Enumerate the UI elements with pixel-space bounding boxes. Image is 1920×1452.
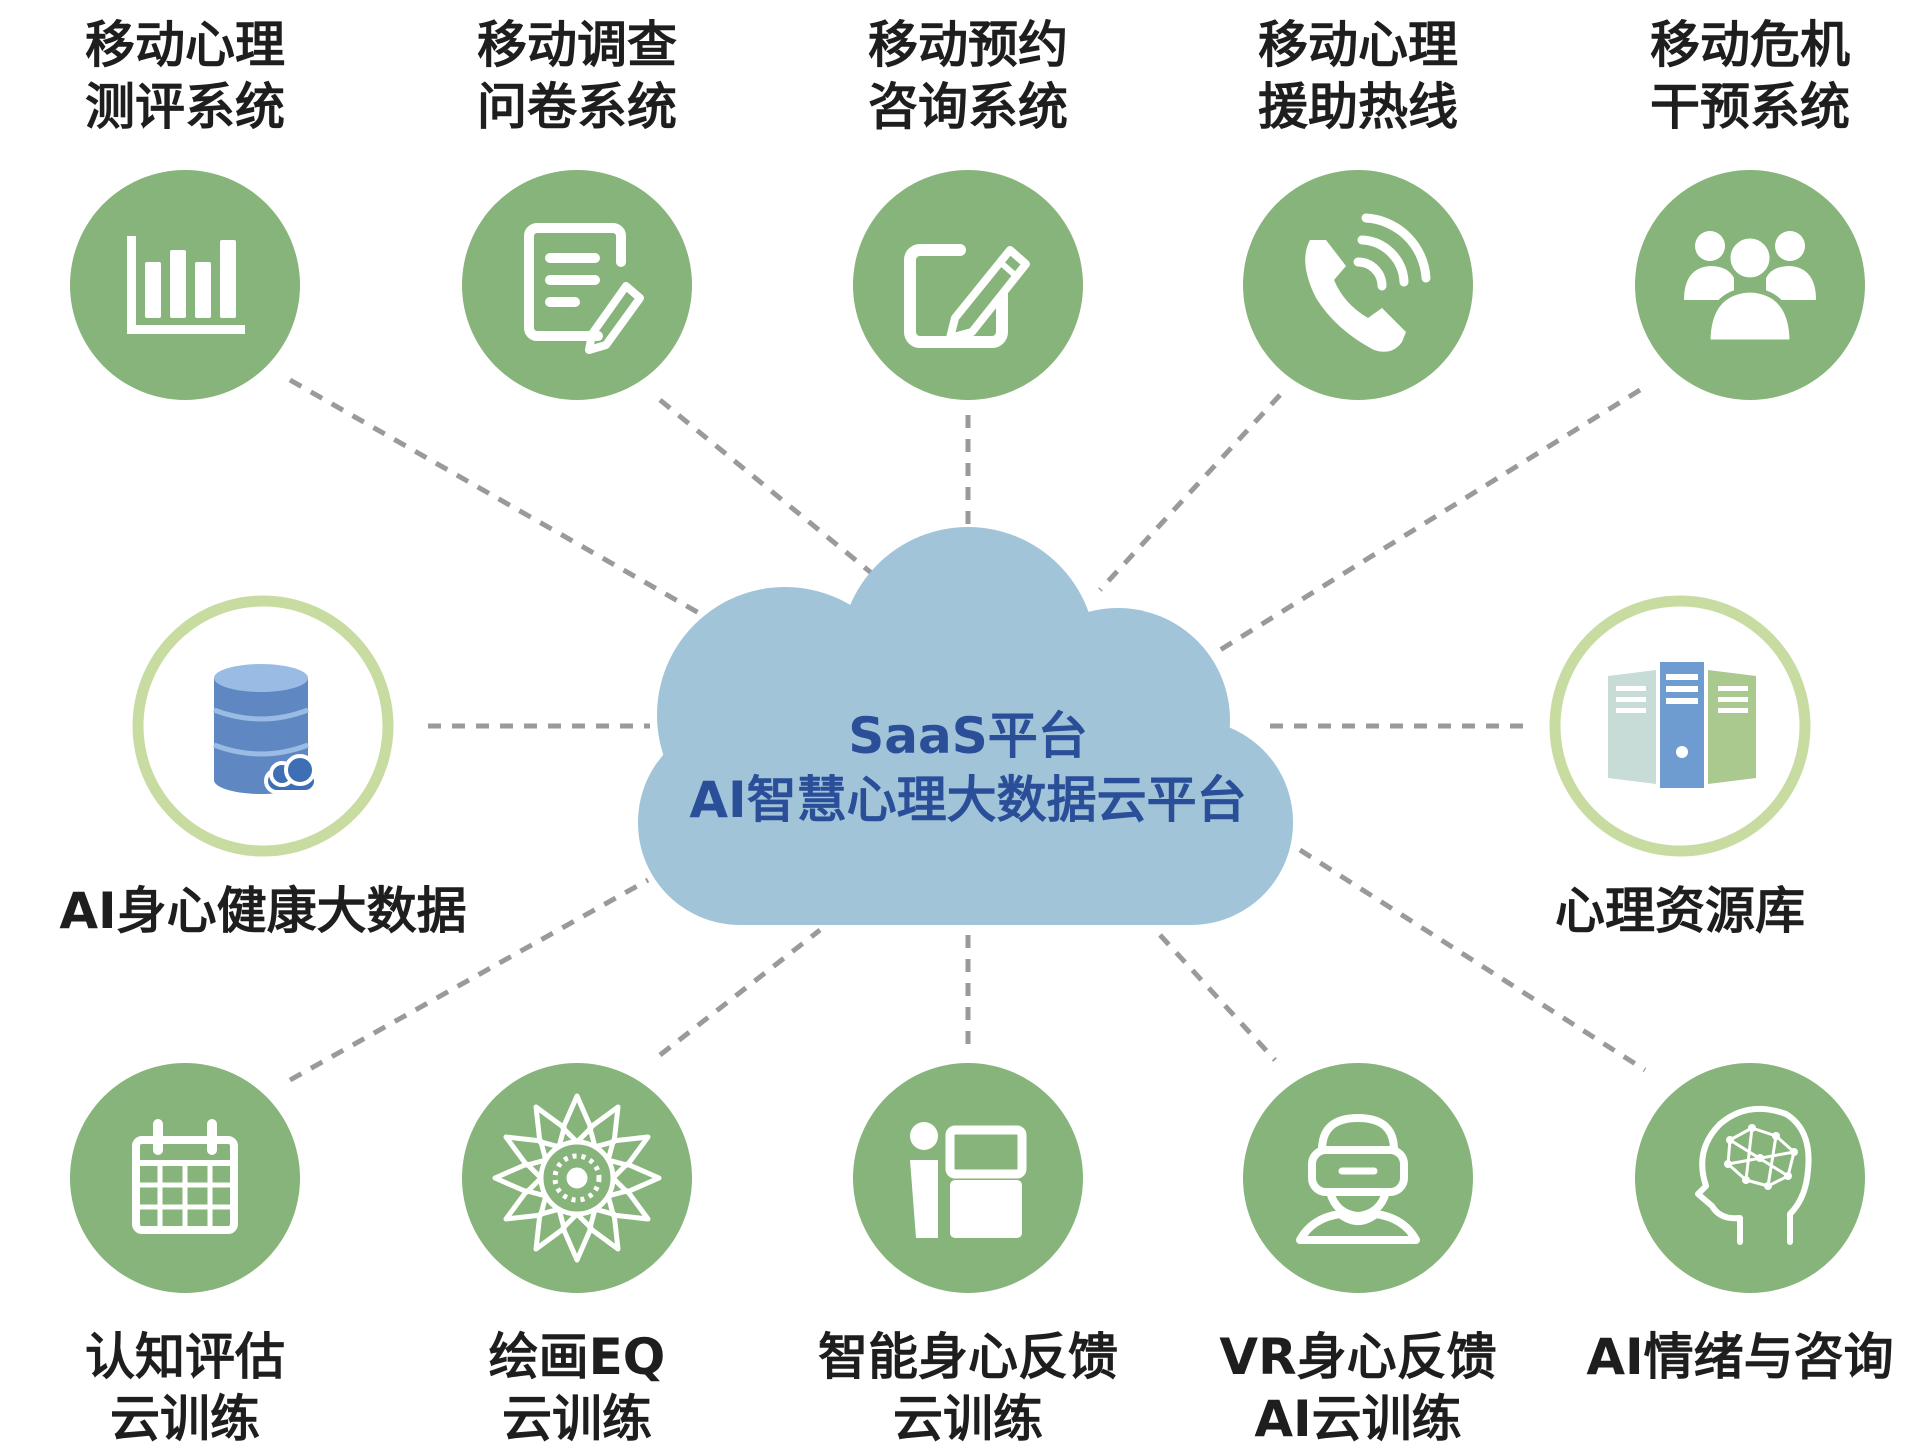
label-node-8: 绘画EQ 云训练 [427, 1326, 727, 1450]
label-node-0-line-1: 移动心理 [85, 16, 285, 74]
node-6[interactable] [1549, 595, 1811, 857]
node-0[interactable] [70, 170, 300, 400]
label-node-10-line-1: VR身心反馈 [1219, 1328, 1497, 1386]
node-1[interactable] [462, 170, 692, 400]
vr-headset-icon [1296, 1114, 1420, 1244]
connector-10 [1158, 933, 1277, 1062]
label-node-1-line-1: 移动调查 [477, 16, 677, 74]
node-5[interactable] [132, 595, 394, 857]
edit-pencil-icon [904, 244, 1030, 348]
label-node-3-line-2: 援助热线 [1258, 78, 1458, 136]
label-node-4: 移动危机 干预系统 [1600, 14, 1900, 138]
node-2[interactable] [853, 170, 1083, 400]
center-line-2: AI智慧心理大数据云平台 [689, 771, 1247, 829]
server-rack-icon [1608, 662, 1756, 788]
node-9[interactable] [853, 1063, 1083, 1293]
connector-11 [1298, 847, 1647, 1073]
connector-8 [658, 928, 822, 1057]
node-11[interactable] [1635, 1063, 1865, 1293]
label-node-4-line-1: 移动危机 [1650, 16, 1850, 74]
label-node-9-line-2: 云训练 [893, 1390, 1043, 1448]
label-node-7-line-1: 认知评估 [85, 1328, 285, 1386]
connector-1 [658, 398, 882, 582]
label-node-10-line-2: AI云训练 [1254, 1390, 1462, 1448]
label-node-11-line-1: AI情绪与咨询 [1586, 1328, 1894, 1386]
user-group-icon [1684, 231, 1816, 345]
label-node-10: VR身心反馈 AI云训练 [1178, 1326, 1538, 1450]
connector-3 [1098, 393, 1282, 592]
label-node-1-line-2: 问卷系统 [477, 78, 677, 136]
node-8[interactable] [462, 1063, 692, 1293]
label-node-8-line-2: 云训练 [502, 1390, 652, 1448]
label-node-2: 移动预约 咨询系统 [818, 14, 1118, 138]
connectors [288, 377, 1647, 1083]
document-edit-icon [524, 223, 644, 354]
label-node-5: AI身心健康大数据 [33, 880, 493, 942]
node-10[interactable] [1243, 1063, 1473, 1293]
label-node-3-line-1: 移动心理 [1258, 16, 1458, 74]
label-node-5-line-1: AI身心健康大数据 [59, 882, 467, 940]
person-board-icon [910, 1122, 1027, 1238]
central-cloud [638, 527, 1293, 925]
label-node-9-line-1: 智能身心反馈 [818, 1328, 1118, 1386]
node-4[interactable] [1635, 170, 1865, 400]
center-line-1: SaaS平台 [848, 707, 1088, 765]
connector-7 [288, 877, 650, 1083]
label-node-6: 心理资源库 [1480, 880, 1880, 942]
label-node-0: 移动心理 测评系统 [35, 14, 335, 138]
calendar-icon [132, 1119, 238, 1234]
node-7[interactable] [70, 1063, 300, 1293]
label-node-6-line-1: 心理资源库 [1555, 882, 1805, 940]
node-3[interactable] [1243, 170, 1473, 400]
label-node-4-line-2: 干预系统 [1650, 78, 1850, 136]
connector-0 [288, 377, 722, 628]
label-node-9: 智能身心反馈 云训练 [788, 1326, 1148, 1450]
label-node-2-line-2: 咨询系统 [868, 78, 1068, 136]
label-node-11: AI情绪与咨询 [1570, 1326, 1910, 1388]
label-node-0-line-2: 测评系统 [85, 78, 285, 136]
center-label: SaaS平台 AI智慧心理大数据云平台 [608, 704, 1328, 832]
label-node-3: 移动心理 援助热线 [1208, 14, 1508, 138]
label-node-7: 认知评估 云训练 [35, 1326, 335, 1450]
label-node-7-line-2: 云训练 [110, 1390, 260, 1448]
connector-4 [1218, 387, 1642, 653]
database-cloud-icon [213, 664, 318, 794]
bar-chart-icon [127, 236, 245, 334]
brain-head-icon [1695, 1105, 1812, 1245]
label-node-8-line-1: 绘画EQ [488, 1328, 666, 1386]
label-node-2-line-1: 移动预约 [868, 16, 1068, 74]
label-node-1: 移动调查 问卷系统 [427, 14, 727, 138]
phone-call-icon [1305, 213, 1431, 352]
flower-mandala-icon [492, 1093, 662, 1263]
